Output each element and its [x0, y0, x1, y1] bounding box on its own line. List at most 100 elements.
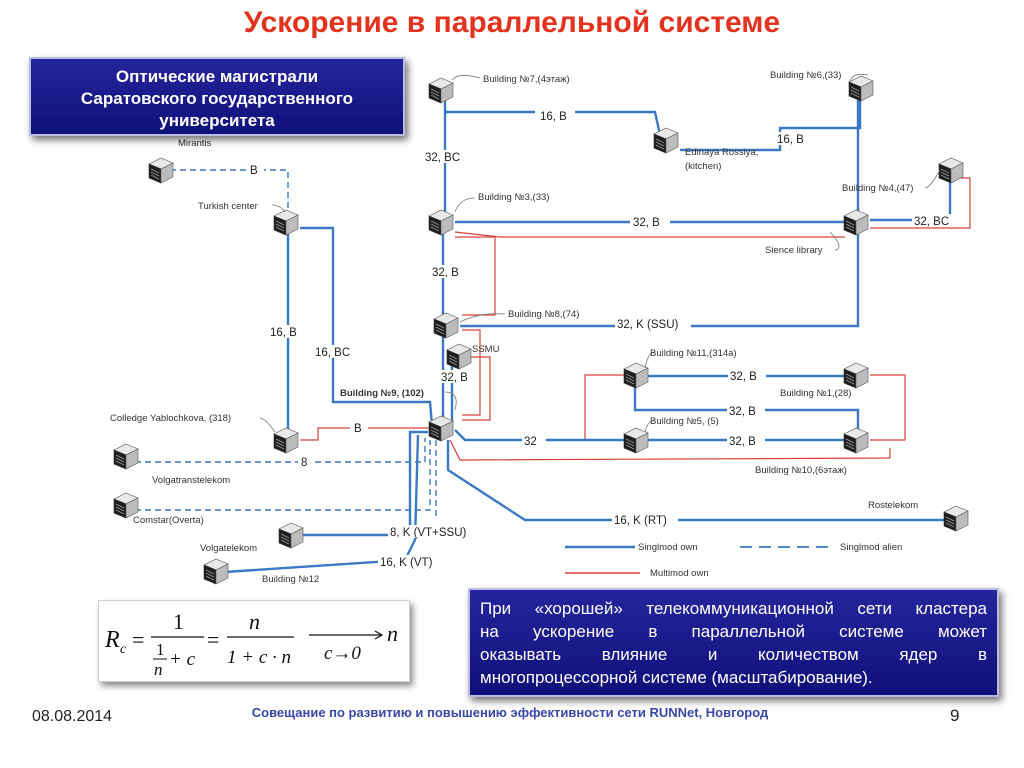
formula-lhs: R [104, 627, 120, 653]
label-colledge-b9: B [354, 423, 362, 435]
node-b12: Building №12 [262, 574, 319, 585]
node-b1: Building №1,(28) [780, 388, 851, 399]
server-icon [433, 312, 459, 339]
node-turkish: Turkish center [198, 201, 258, 212]
speedup-formula: R c = 1 1 n + c = n 1 + c · n c→0 n [104, 609, 398, 679]
label-edinaya-b6: 16, B [777, 134, 804, 146]
link-b12-b9 [224, 434, 420, 574]
label-b5-b10: 32, B [729, 436, 756, 448]
server-icon [278, 522, 304, 549]
link-b9-b10-multimod [449, 439, 891, 461]
node-sience: Sience library [765, 245, 823, 256]
node-comstar: Comstar(Overta) [133, 515, 204, 526]
link-labels: 16, B 16, B 32, BC 32, B 32, BC 32, B 32… [246, 109, 960, 569]
node-b6: Building №6,(33) [770, 70, 841, 81]
label-b11-b10: 32, B [729, 406, 756, 418]
node-rostelekom: Rostelekom [868, 500, 918, 511]
note-line: многопроцессорной системе (масштабирован… [480, 668, 873, 687]
label-comstar: 8, K (VT+SSU) [390, 527, 467, 539]
server-nodes [113, 75, 969, 585]
server-icon [623, 362, 649, 389]
node-edinaya: Edinaya Rossiya, [685, 147, 758, 158]
formula-eq2: = [207, 627, 219, 652]
link-b9-b5 [454, 429, 625, 442]
formula-num2: n [249, 609, 260, 634]
node-colledge: Colledge Yablochkova, (318) [110, 413, 231, 424]
footer-text: Совещание по развитию и повышению эффект… [251, 705, 769, 720]
label-volgatelekom: 16, K (VT) [380, 557, 433, 569]
formula-num1: 1 [173, 609, 184, 634]
node-volgatelekom: Volgatelekom [200, 543, 257, 554]
multimod-links [300, 177, 971, 461]
node-mirantis: Mirantis [178, 138, 212, 149]
formula-den2: 1 + c · n [227, 647, 291, 668]
formula-plus-c: + c [169, 649, 196, 670]
footer-date: 08.08.2014 [32, 708, 113, 725]
label-b3-sience: 32, B [633, 217, 660, 229]
label-b9-b5: 32 [524, 436, 537, 448]
link-b8-b9-multimod [462, 329, 481, 416]
link-colledge-b9-multimod [300, 427, 430, 441]
link-b8-sience [460, 232, 860, 328]
node-ssmu: SSMU [472, 344, 500, 355]
server-icon [843, 362, 869, 389]
server-icon [843, 209, 869, 236]
label-sience-b4: 32, BC [914, 216, 949, 228]
server-icon [113, 443, 139, 470]
link-b9-rostelekom [446, 440, 950, 522]
page-number: 9 [950, 706, 960, 725]
link-volgatelekom-b9 [300, 430, 428, 537]
link-b7-edinaya [445, 110, 662, 136]
link-b1-b10-multimod [870, 374, 906, 441]
node-b5: Building №5, (5) [650, 416, 719, 427]
node-b4: Building №4,(47) [842, 183, 913, 194]
node-edinaya-kitchen: (kitchen) [685, 161, 721, 172]
caption-line: Оптические магистрали [115, 67, 319, 86]
label-turkish-colledge: 16, B [270, 327, 297, 339]
server-icon [653, 127, 679, 154]
link-comstar-b9 [135, 440, 431, 511]
server-icon [623, 427, 649, 454]
formula-den-den: n [154, 660, 163, 679]
caption-line: университета [159, 111, 275, 130]
formula-eq: = [132, 627, 144, 652]
label-mirantis-turkish: B [250, 165, 258, 177]
server-icon [943, 505, 969, 532]
note-box: При «хорошей» телекоммуникационной сети … [468, 588, 999, 697]
server-icon [428, 209, 454, 236]
label-b7-edinaya: 16, B [540, 111, 567, 123]
formula-den-num: 1 [156, 640, 165, 659]
note-line: оказывать влияние и количеством ядер в [480, 645, 987, 664]
caption-box: Оптические магистрали Саратовского госуд… [29, 57, 405, 136]
server-icon [428, 77, 454, 104]
label-b3-b9: 32, B [432, 267, 459, 279]
server-icon [938, 157, 964, 184]
formula-lhs-sub: c [120, 642, 127, 657]
server-icon [273, 209, 299, 236]
link-b3-b8-multimod [455, 236, 496, 316]
label-volgatranstelekom: 8 [301, 457, 307, 469]
node-labels [259, 73, 941, 433]
link-turkish-b9 [300, 226, 434, 426]
link-edinaya-b6 [680, 92, 862, 152]
node-b3: Building №3,(33) [478, 192, 549, 203]
label-b11-b1: 32, B [730, 371, 757, 383]
node-b7: Building №7,(4этаж) [483, 74, 570, 85]
node-b11: Building №11,(314a) [650, 348, 737, 359]
server-icon [848, 75, 874, 102]
legend-singlmod-own: Singlmod own [638, 542, 698, 553]
node-b10: Building №10,(6этаж) [755, 465, 847, 476]
server-icon [843, 427, 869, 454]
singlmod-links [224, 92, 952, 574]
legend: Singlmod own Singlmod alien Multimod own [565, 542, 902, 579]
server-icon [446, 343, 472, 370]
formula-result: n [387, 621, 398, 646]
node-b9: Building №9, (102) [340, 388, 424, 399]
server-icon [203, 558, 229, 585]
node-b8: Building №8,(74) [508, 309, 579, 320]
server-icon [273, 427, 299, 454]
note-line: на ускорение в параллельной системе може… [480, 622, 987, 641]
singlmod-alien-links [135, 169, 437, 520]
link-b3-sience-multimod [454, 231, 845, 238]
